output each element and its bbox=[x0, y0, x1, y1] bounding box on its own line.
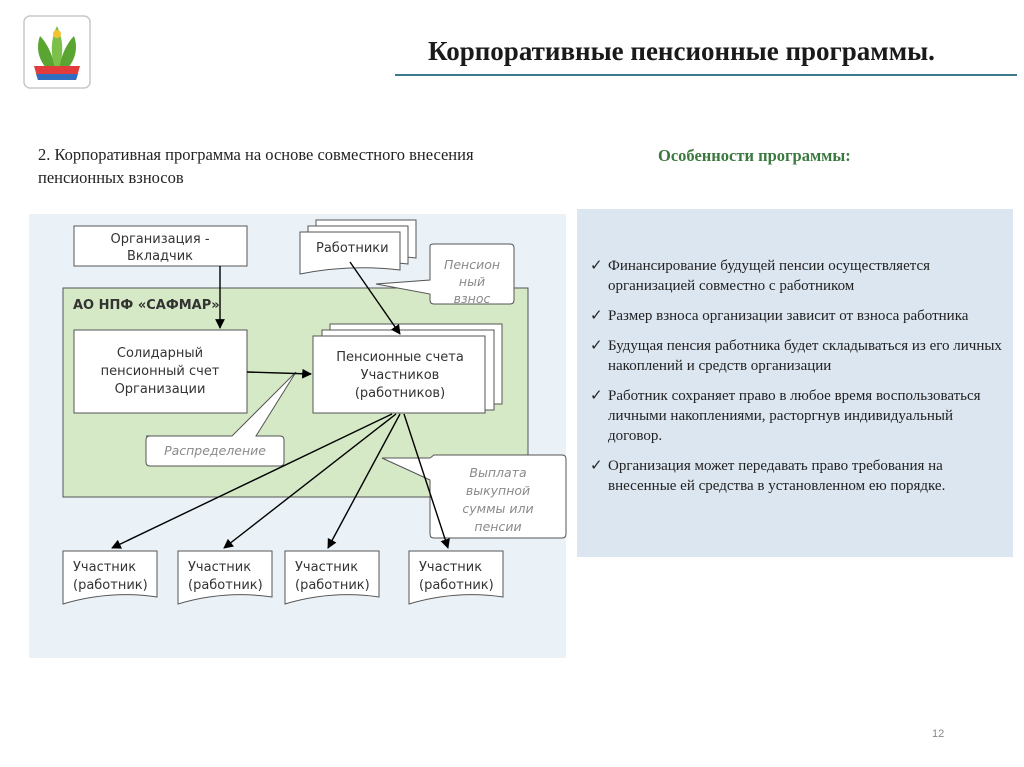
subtitle-text: . Корпоративная программа на основе совм… bbox=[38, 145, 474, 187]
fund-name: АО НПФ «САФМАР» bbox=[73, 298, 220, 313]
participant-3-label-2: (работник) bbox=[295, 578, 370, 593]
participant-3-label-1: Участник bbox=[295, 560, 358, 575]
features-title: Особенности программы: bbox=[658, 146, 851, 165]
feature-item: ✓ Работник сохраняет право в любое время … bbox=[590, 386, 1005, 446]
participant-doc-1: Участник (работник) bbox=[62, 550, 158, 605]
participant-doc-4: Участник (работник) bbox=[408, 550, 504, 605]
checkmark-icon: ✓ bbox=[590, 458, 603, 474]
payout-label-1: Выплата bbox=[469, 465, 526, 480]
flower-logo-icon bbox=[22, 14, 92, 90]
checkmark-icon: ✓ bbox=[590, 388, 603, 404]
payout-label-3: суммы или bbox=[462, 501, 533, 516]
participant-1-label-1: Участник bbox=[73, 560, 136, 575]
contribution-label-3: взнос bbox=[454, 291, 491, 306]
flow-arrows bbox=[111, 261, 450, 549]
feature-text: Размер взноса организации зависит от взн… bbox=[608, 308, 969, 324]
arrow-to-participant-1 bbox=[111, 413, 393, 549]
feature-item: ✓ Организация может передавать право треб… bbox=[590, 456, 1005, 496]
features-panel bbox=[577, 209, 1013, 557]
distribution-callout: Распределение bbox=[145, 371, 297, 467]
payout-label-2: выкупной bbox=[466, 483, 530, 498]
checkmark-icon: ✓ bbox=[590, 338, 603, 354]
program-subtitle: 2. Корпоративная программа на основе сов… bbox=[38, 143, 508, 189]
arrow-to-participant-3 bbox=[327, 413, 401, 549]
organization-label-2: Вкладчик bbox=[127, 249, 193, 264]
checkmark-icon: ✓ bbox=[590, 258, 603, 274]
workers-document: Работники bbox=[299, 219, 417, 275]
feature-text: Организация может передавать право требо… bbox=[608, 458, 946, 494]
feature-text: Будущая пенсия работника будет складыват… bbox=[608, 338, 1002, 374]
feature-item: ✓ Финансирование будущей пенсии осуществл… bbox=[590, 256, 1005, 296]
checkmark-icon: ✓ bbox=[590, 308, 603, 324]
arrow-to-participant-4 bbox=[403, 413, 450, 549]
arrow-workers-to-accounts bbox=[349, 261, 401, 335]
feature-text: Финансирование будущей пенсии осуществля… bbox=[608, 258, 931, 294]
distribution-label: Распределение bbox=[164, 443, 266, 458]
participant-4-label-2: (работник) bbox=[419, 578, 494, 593]
solidary-label-3: Организации bbox=[115, 382, 206, 397]
subtitle-number: 2 bbox=[38, 145, 47, 164]
pension-accounts-stack: Пенсионные счета Участников (работников) bbox=[312, 323, 503, 414]
contribution-label-1: Пенсион bbox=[444, 257, 500, 272]
accounts-label-2: Участников bbox=[361, 368, 440, 383]
page-number: 12 bbox=[932, 728, 945, 740]
participant-doc-3: Участник (работник) bbox=[284, 550, 380, 605]
solidary-account-box: Солидарный пенсионный счет Организации bbox=[73, 329, 248, 414]
participant-2-label-2: (работник) bbox=[188, 578, 263, 593]
arrow-to-participant-2 bbox=[223, 413, 397, 549]
features-list: ✓ Финансирование будущей пенсии осуществл… bbox=[590, 256, 1005, 506]
organization-box: Организация - Вкладчик bbox=[73, 225, 248, 267]
participant-doc-2: Участник (работник) bbox=[177, 550, 273, 605]
arrow-solidary-to-accounts bbox=[246, 368, 312, 379]
contribution-label-2: ный bbox=[459, 274, 485, 289]
participant-1-label-2: (работник) bbox=[73, 578, 148, 593]
solidary-label-1: Солидарный bbox=[117, 346, 203, 361]
workers-label: Работники bbox=[316, 241, 389, 256]
participant-2-label-1: Участник bbox=[188, 560, 251, 575]
feature-text: Работник сохраняет право в любое время в… bbox=[608, 388, 981, 444]
title-divider bbox=[395, 74, 1017, 76]
accounts-label-1: Пенсионные счета bbox=[336, 350, 464, 365]
feature-item: ✓ Размер взноса организации зависит от вз… bbox=[590, 306, 1005, 326]
accounts-label-3: (работников) bbox=[355, 386, 445, 401]
contribution-callout: Пенсион ный взнос bbox=[375, 243, 515, 306]
participant-4-label-1: Участник bbox=[419, 560, 482, 575]
solidary-label-2: пенсионный счет bbox=[101, 364, 220, 379]
page-title: Корпоративные пенсионные программы. bbox=[428, 36, 935, 66]
payout-label-4: пенсии bbox=[474, 519, 521, 534]
payout-callout: Выплата выкупной суммы или пенсии bbox=[381, 454, 567, 539]
organization-label-1: Организация - bbox=[110, 232, 209, 247]
feature-item: ✓ Будущая пенсия работника будет складыва… bbox=[590, 336, 1005, 376]
